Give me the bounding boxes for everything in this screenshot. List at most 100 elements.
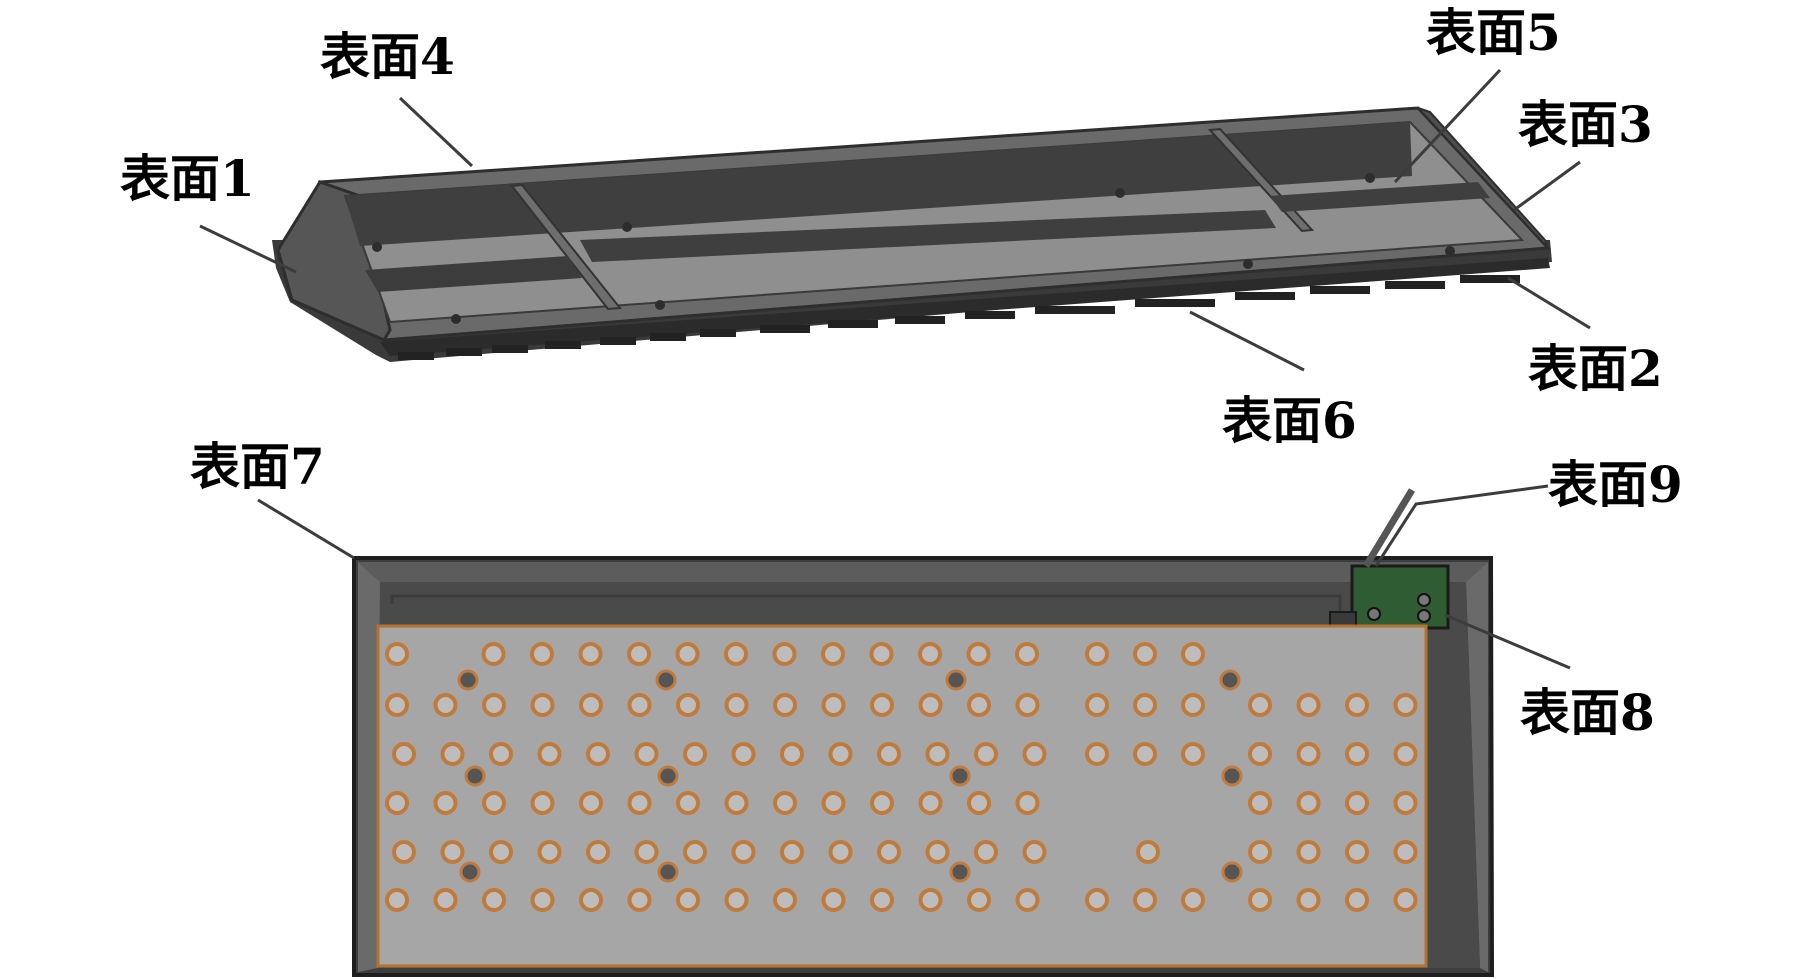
plate-switch-hole xyxy=(489,840,513,864)
plate-switch-hole xyxy=(634,840,659,864)
plate-switch-hole xyxy=(627,693,652,717)
plate-stab-hole xyxy=(949,765,971,787)
tray-rib-right xyxy=(1270,182,1490,212)
plate-switch-hole xyxy=(1296,840,1321,864)
plate-switch-hole xyxy=(634,742,659,766)
plate-switch-hole xyxy=(530,888,555,912)
plate-switch-hole xyxy=(925,742,950,766)
plate-switch-hole xyxy=(675,642,700,666)
leader-s6 xyxy=(1189,310,1305,372)
plate-switch-hole xyxy=(1015,791,1040,815)
lower-case xyxy=(352,556,1495,977)
plate-switch-hole xyxy=(828,742,853,766)
plate-switch-hole xyxy=(780,742,804,766)
plate-switch-hole xyxy=(586,742,610,766)
leader-s9 xyxy=(1374,484,1549,567)
plate-switch-hole xyxy=(385,791,409,815)
plate-switch-hole xyxy=(627,791,652,815)
plate-switch-hole xyxy=(870,888,894,912)
plate-switch-hole xyxy=(821,693,846,717)
tray-rib-left xyxy=(365,256,582,292)
plate-switch-hole xyxy=(627,642,651,666)
plate-stab-hole xyxy=(464,765,486,787)
plate-switch-hole xyxy=(967,888,991,912)
plate-switch-hole xyxy=(392,742,416,766)
plate-switch-hole xyxy=(1296,791,1321,815)
plate-switch-hole xyxy=(821,642,845,666)
plate-switch-hole xyxy=(918,791,943,815)
plate-switch-hole xyxy=(683,840,707,864)
plate-switch-hole xyxy=(1085,742,1109,766)
plate-switch-hole xyxy=(392,840,416,864)
plate-stab-hole xyxy=(457,669,479,691)
plate-switch-hole xyxy=(1133,693,1157,717)
plate-switch-hole xyxy=(773,888,797,912)
tray-teeth xyxy=(398,275,1520,360)
label-surface-4: 表面4 xyxy=(320,27,455,86)
upper-tray xyxy=(272,106,1552,362)
tray-divider-left xyxy=(510,183,622,311)
plate-switch-hole xyxy=(918,888,943,912)
leader-s5 xyxy=(1393,68,1502,184)
plate-switch-hole xyxy=(1248,693,1272,717)
tray-front-strip xyxy=(380,258,1550,356)
plate-switch-hole xyxy=(440,742,465,766)
plate-switch-hole xyxy=(821,791,846,815)
label-surface-1: 表面1 xyxy=(120,149,255,208)
tray-right-end xyxy=(1417,107,1549,249)
leader-s8 xyxy=(1444,613,1571,670)
plate-stab-hole xyxy=(1219,669,1241,691)
plate-switch-hole xyxy=(530,791,555,815)
plate-switch-hole xyxy=(1296,693,1321,717)
label-surface-3: 表面3 xyxy=(1518,95,1653,154)
label-surface-9: 表面9 xyxy=(1548,455,1683,514)
case-right-wall xyxy=(1466,562,1488,972)
pcb-cable xyxy=(1363,488,1415,568)
plate-switch-hole xyxy=(530,642,554,666)
plate-switch-hole xyxy=(1393,693,1418,717)
plate-switch-hole xyxy=(828,840,853,864)
plate-switch-hole xyxy=(1181,693,1205,717)
plate-switch-hole xyxy=(481,642,506,666)
plate-switch-hole xyxy=(780,840,804,864)
tray-back-wall xyxy=(345,122,1412,246)
plate-switch-hole xyxy=(433,693,458,717)
plate-switch-hole xyxy=(1248,791,1272,815)
plate-switch-hole xyxy=(482,888,506,912)
plate-switch-hole xyxy=(537,840,562,864)
plate-switch-hole xyxy=(772,642,797,666)
leader-s2 xyxy=(1507,276,1591,330)
leader-lines xyxy=(199,68,1591,670)
plate-switch-hole xyxy=(918,642,942,666)
plate-switch-hole xyxy=(1393,840,1418,864)
plate-switch-hole xyxy=(1085,642,1109,666)
plate-switch-hole xyxy=(724,888,749,912)
plate-switch-hole xyxy=(1022,742,1047,766)
plate-switch-hole xyxy=(724,791,749,815)
plate-switch-hole xyxy=(1133,742,1157,766)
leader-s1 xyxy=(199,224,297,274)
plate-switch-hole xyxy=(579,888,603,912)
plate-switch-hole xyxy=(974,840,998,864)
plate-switch-hole xyxy=(1393,888,1418,912)
plate-switch-hole xyxy=(1248,888,1272,912)
plate-switch-hole xyxy=(821,888,846,912)
label-surface-6: 表面6 xyxy=(1222,391,1357,450)
plate-switch-hole xyxy=(870,791,894,815)
plate-switch-hole xyxy=(1345,791,1369,815)
plate-switch-hole xyxy=(1133,642,1157,666)
surface-labels: 表面1 表面2 表面3 表面4 表面5 表面6 表面7 表面8 表面9 xyxy=(120,3,1683,742)
tray-screw-holes xyxy=(372,173,1455,324)
plate-switch-hole xyxy=(433,791,458,815)
plate-switch-hole xyxy=(1181,742,1205,766)
plate-switch-hole xyxy=(1085,693,1109,717)
plate-switch-hole xyxy=(918,693,943,717)
plate-switch-hole xyxy=(1248,742,1272,766)
plate-stab-hole xyxy=(657,765,679,787)
plate-switch-hole xyxy=(773,693,797,717)
leader-s3 xyxy=(1513,160,1581,212)
plate-switch-hole xyxy=(1181,642,1205,666)
plate-switch-hole xyxy=(676,888,700,912)
plate-switch-hole xyxy=(974,742,998,766)
plate-switch-hole xyxy=(1345,840,1369,864)
